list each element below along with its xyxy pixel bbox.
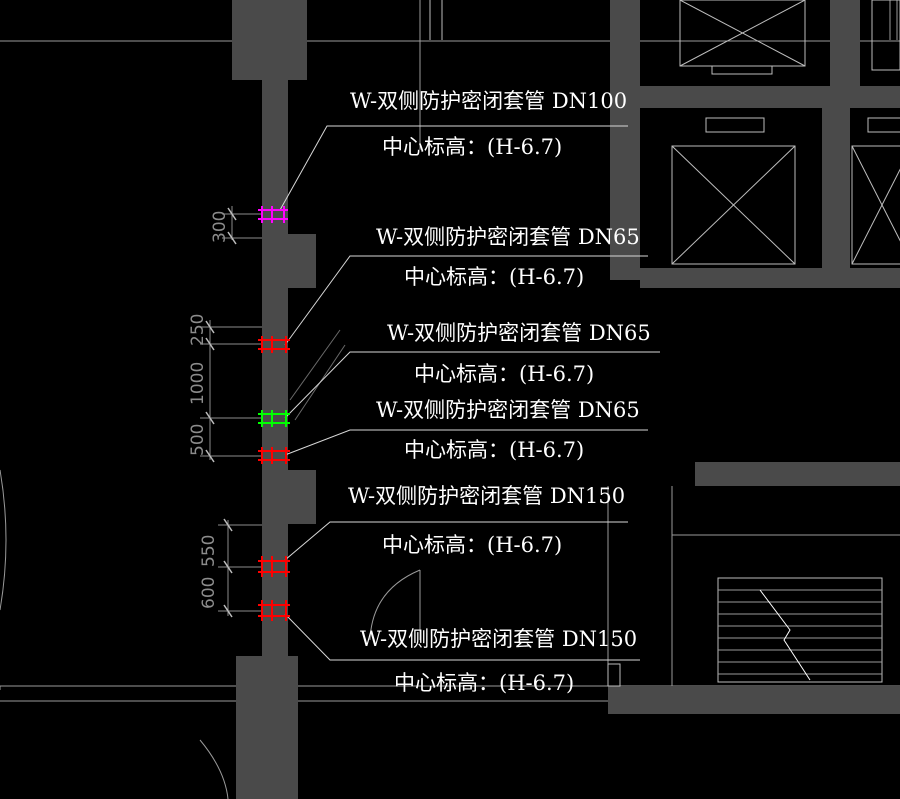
walls: [232, 0, 900, 799]
sleeve-dn65-a: [258, 336, 290, 353]
annotation-3-elevation: 中心标高：(H-6.7): [414, 362, 594, 386]
annotation-6-title: W-双侧防护密闭套管 DN150: [360, 627, 637, 651]
annotation-2-elevation: 中心标高：(H-6.7): [404, 265, 584, 289]
leader-lines: [279, 125, 660, 661]
dimension-texts: 300 250 1000 500 550 600: [188, 211, 230, 609]
sleeve-dn65-b: [258, 410, 290, 427]
dimension-250: 250: [188, 314, 208, 346]
pipe-sleeves: [258, 206, 290, 621]
annotation-3-title: W-双侧防护密闭套管 DN65: [387, 321, 651, 345]
sleeve-dn65-c: [258, 447, 290, 464]
annotation-1-elevation: 中心标高：(H-6.7): [382, 135, 562, 159]
sleeve-dn100: [258, 206, 288, 223]
dimension-550: 550: [199, 535, 219, 567]
sleeve-dn150-b: [258, 600, 290, 621]
annotation-6-elevation: 中心标高：(H-6.7): [394, 671, 574, 695]
annotation-2-title: W-双侧防护密闭套管 DN65: [376, 225, 640, 249]
annotation-5-elevation: 中心标高：(H-6.7): [382, 533, 562, 557]
dimension-500: 500: [188, 424, 208, 456]
dimension-lines: [200, 206, 262, 618]
dimension-600: 600: [199, 577, 219, 609]
dimension-300: 300: [210, 211, 230, 243]
room-outlines: [289, 0, 900, 687]
annotation-4-title: W-双侧防护密闭套管 DN65: [376, 398, 640, 422]
annotation-4-elevation: 中心标高：(H-6.7): [404, 438, 584, 462]
dimension-1000: 1000: [188, 362, 208, 405]
annotations: W-双侧防护密闭套管 DN100 中心标高：(H-6.7) W-双侧防护密闭套管…: [348, 89, 651, 695]
annotation-5-title: W-双侧防护密闭套管 DN150: [348, 484, 625, 508]
sleeve-dn150-a: [258, 556, 290, 577]
annotation-1-title: W-双侧防护密闭套管 DN100: [350, 89, 627, 113]
